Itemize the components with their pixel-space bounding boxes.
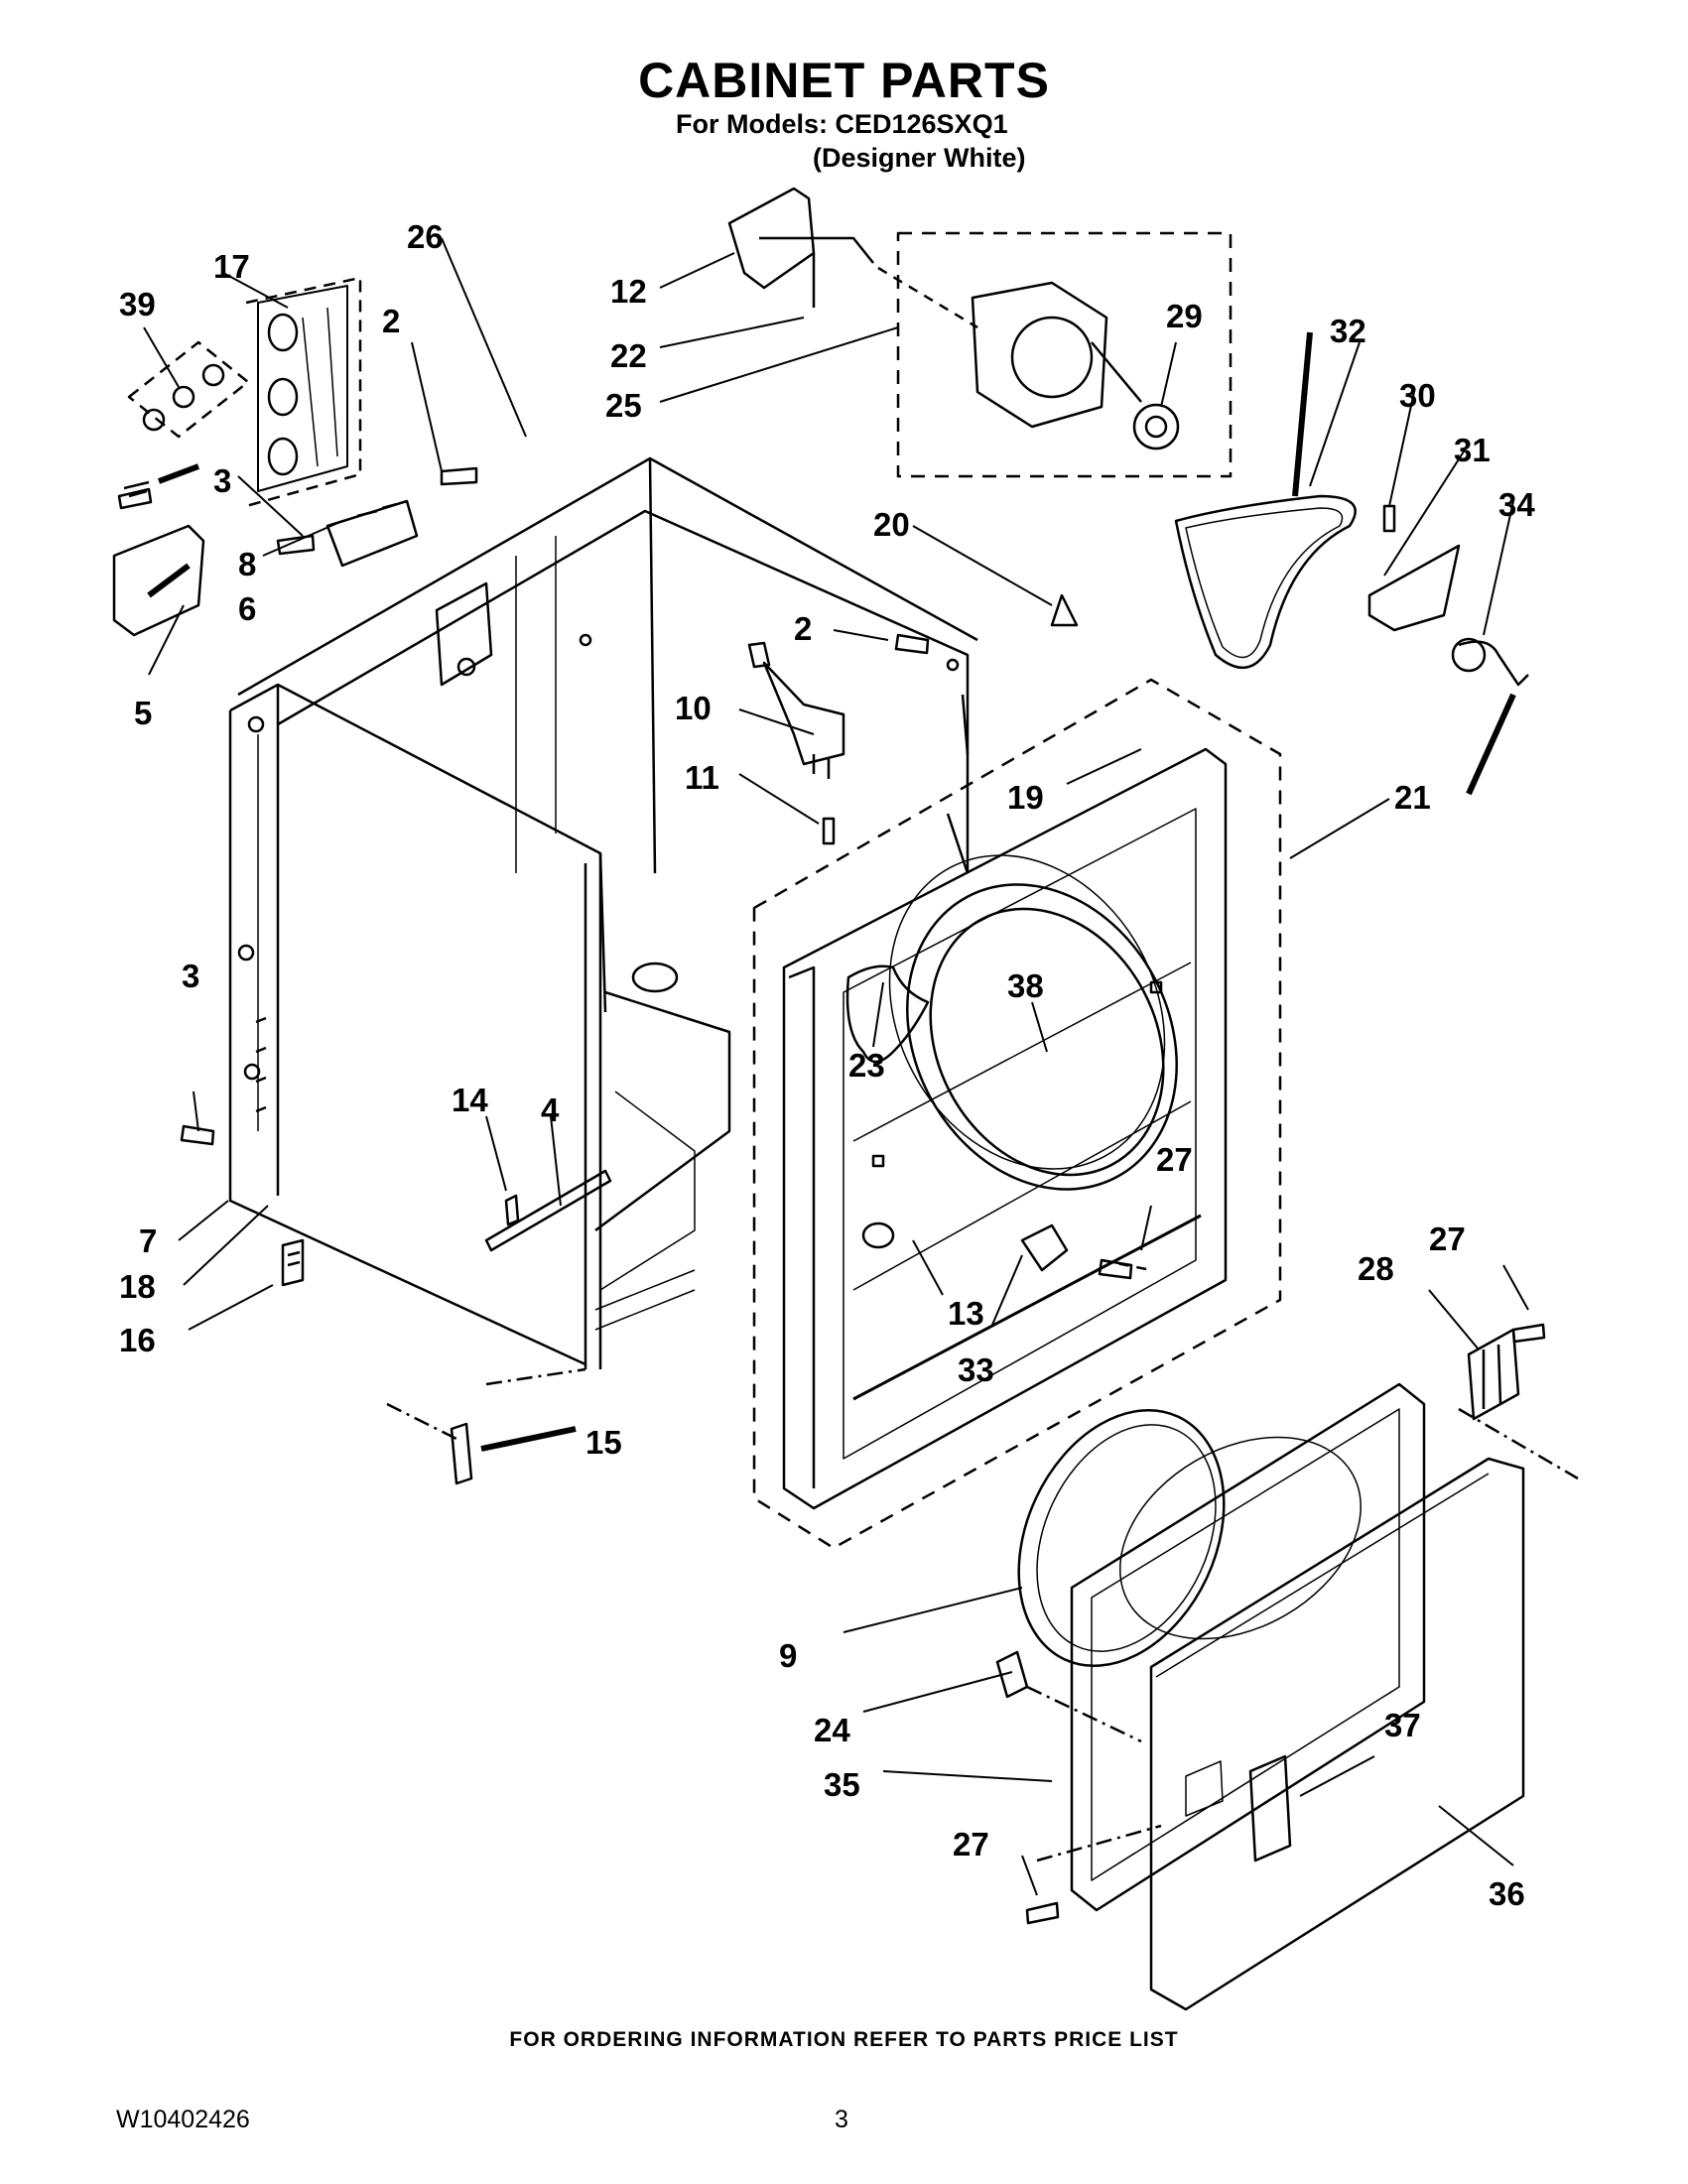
- door-switch: [747, 641, 845, 779]
- callout-24: 24: [814, 1712, 850, 1748]
- door-assembly: [995, 1328, 1579, 2011]
- callout-14: 14: [452, 1082, 488, 1118]
- screws: [117, 466, 1546, 1925]
- callout-39: 39: [119, 286, 156, 322]
- model-color-line: (Designer White): [813, 143, 1026, 173]
- callout-7: 7: [139, 1222, 157, 1259]
- callout-8: 8: [238, 546, 256, 582]
- callout-12: 12: [610, 273, 647, 310]
- callout-38: 38: [1007, 967, 1044, 1004]
- callout-16: 16: [119, 1322, 156, 1358]
- callout-15: 15: [585, 1424, 622, 1461]
- callout-32: 32: [1330, 313, 1366, 349]
- callout-35: 35: [824, 1766, 860, 1803]
- callout-22: 22: [610, 337, 647, 374]
- callout-6: 6: [238, 590, 256, 627]
- callout-27: 27: [1156, 1141, 1193, 1178]
- callout-21: 21: [1394, 779, 1431, 816]
- terminal-block-assembly: [127, 276, 362, 508]
- callout-26: 26: [407, 218, 444, 255]
- callout-36: 36: [1489, 1875, 1525, 1912]
- page-number: 3: [835, 2106, 848, 2133]
- callout-31: 31: [1454, 432, 1491, 468]
- callout-29: 29: [1166, 298, 1203, 334]
- callout-18: 18: [119, 1268, 156, 1305]
- callout-27: 27: [953, 1826, 989, 1863]
- callout-3: 3: [213, 462, 231, 499]
- callout-17: 17: [213, 248, 250, 285]
- callout-5: 5: [134, 695, 152, 731]
- model-number-line: For Models: CED126SXQ1: [676, 109, 1008, 139]
- callout-2: 2: [382, 303, 400, 339]
- callout-10: 10: [675, 690, 712, 726]
- callout-4: 4: [541, 1092, 560, 1128]
- callout-23: 23: [848, 1047, 885, 1084]
- front-panel: [752, 678, 1282, 1550]
- callout-labels: 39 17 26 2 3 8 6 5 12 22 25 29 32 30 31 …: [119, 218, 1535, 1912]
- page-title: CABINET PARTS: [638, 53, 1050, 108]
- document-number: W10402426: [116, 2106, 250, 2133]
- belt-and-idler: [1050, 494, 1529, 687]
- callout-33: 33: [958, 1351, 994, 1388]
- motor-assembly: [727, 187, 1233, 478]
- bracket-parts: [112, 480, 419, 637]
- model-info: For Models: CED126SXQ1 (Designer White): [676, 107, 1026, 175]
- cabinet-shell: [228, 456, 978, 1369]
- callout-28: 28: [1358, 1250, 1394, 1287]
- callout-2: 2: [794, 610, 812, 647]
- callout-13: 13: [948, 1295, 984, 1332]
- callout-30: 30: [1399, 377, 1436, 414]
- callout-11: 11: [685, 759, 719, 796]
- callout-9: 9: [779, 1637, 797, 1674]
- callout-34: 34: [1498, 486, 1535, 523]
- callout-3: 3: [182, 958, 199, 994]
- callout-37: 37: [1384, 1707, 1421, 1743]
- ordering-note: FOR ORDERING INFORMATION REFER TO PARTS …: [509, 2028, 1179, 2051]
- callout-27: 27: [1429, 1220, 1466, 1257]
- lower-parts: [281, 1169, 612, 1485]
- leader-lines: [143, 237, 1529, 1896]
- callout-25: 25: [605, 387, 642, 424]
- callout-20: 20: [873, 506, 910, 543]
- callout-19: 19: [1007, 779, 1044, 816]
